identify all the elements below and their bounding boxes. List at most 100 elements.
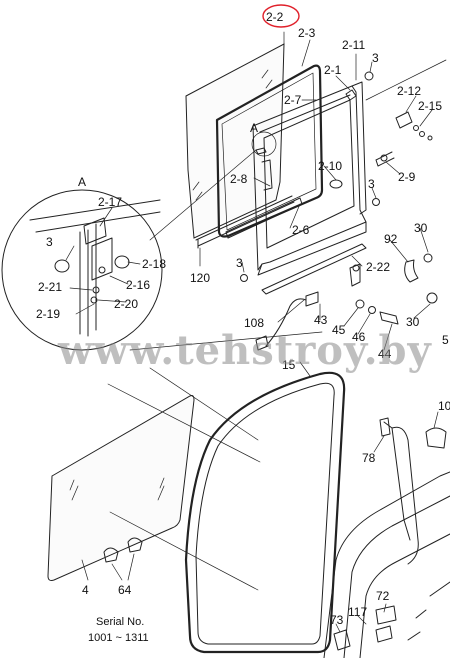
callout-120: 120: [190, 271, 210, 285]
bolt-3-top: [364, 71, 374, 81]
bracket-2-1: [345, 89, 357, 101]
washer-45: [355, 299, 365, 309]
detail-knob-2-18: [114, 255, 130, 269]
callout-2-10: 2-10: [318, 159, 342, 173]
callout-78: 78: [362, 451, 376, 465]
callout-3-top: 3: [372, 51, 379, 65]
callout-2-1: 2-1: [324, 63, 342, 77]
callout-3-low: 3: [236, 256, 243, 270]
detail-knob-3: [54, 259, 70, 273]
glass-pane-2-2: [185, 43, 285, 239]
strip-2-22: [261, 243, 367, 295]
bolt-3-low: [240, 274, 248, 282]
callout-45: 45: [332, 323, 346, 337]
cab-detail: [407, 581, 450, 641]
highlight-ellipse: [262, 4, 300, 28]
bolt-44: [379, 311, 399, 325]
watermark: www.tehstroy.by: [57, 327, 433, 374]
bracket-78: [379, 417, 391, 437]
callout-64: 64: [118, 583, 132, 597]
callout-4: 4: [82, 583, 89, 597]
washer-46: [368, 306, 376, 314]
detail-marker-circle: [251, 131, 277, 157]
cab-pillar-78: [383, 421, 419, 565]
callout-44: 44: [378, 347, 392, 361]
rail-120: [195, 195, 295, 247]
blocks-72: [375, 605, 397, 643]
block-73: [333, 629, 351, 651]
leaders-lower: [81, 361, 439, 633]
callout-2-22: 2-22: [366, 260, 390, 274]
callout-2-12: 2-12: [397, 84, 421, 98]
seal-15: [184, 371, 346, 654]
channel-2-6: [225, 197, 303, 239]
detail-title-a: A: [78, 175, 86, 189]
cab-body: [323, 471, 450, 658]
frame-side: [351, 81, 367, 215]
callout-30-low: 30: [406, 315, 420, 329]
callout-72: 72: [376, 589, 390, 603]
nut-30-top: [423, 253, 433, 263]
callout-2-9: 2-9: [398, 170, 416, 184]
frame-inner: [259, 94, 355, 249]
seal-inner: [221, 72, 317, 231]
callout-92: 92: [384, 232, 398, 246]
bolt-2-9: [375, 151, 395, 167]
serial-range: 1001 ~ 1311: [88, 632, 149, 644]
callout-46: 46: [352, 330, 366, 344]
callout-2-3: 2-3: [298, 26, 316, 40]
callout-2-20: 2-20: [114, 297, 138, 311]
cable-108: [265, 298, 307, 347]
glass4-reflection: [69, 477, 165, 501]
callout-30-top: 30: [414, 221, 428, 235]
callout-43: 43: [314, 313, 328, 327]
glass-pane-4: [47, 395, 195, 581]
callout-2-18: 2-18: [142, 257, 166, 271]
callout-2-7: 2-7: [284, 93, 302, 107]
seal-15-inner: [195, 382, 335, 645]
callout-5: 5: [442, 333, 449, 347]
serial-label: Serial No.: [96, 616, 144, 628]
leaders-detail: [65, 207, 141, 315]
callout-labels: 2-2 2-3 2-11 2-1 3 2-7 2-12 2-15 A 2-8 2…: [36, 10, 450, 644]
callout-2-11: 2-11: [342, 38, 365, 52]
callout-73: 73: [330, 613, 344, 627]
lamp-10: [425, 427, 447, 449]
detail-plate: [91, 237, 113, 281]
latch: [255, 147, 267, 155]
detail-bracket-2-17: [83, 217, 107, 245]
callout-15: 15: [282, 358, 296, 372]
callout-2-15: 2-15: [418, 99, 442, 113]
callout-3-mid: 3: [368, 177, 375, 191]
leaders-upper: [199, 31, 433, 351]
callout-2-16: 2-16: [126, 278, 150, 292]
detail-circle: [1, 189, 163, 351]
bumper-92: [404, 259, 419, 283]
callout-117: 117: [348, 605, 367, 619]
frame-bottom: [257, 221, 367, 276]
callout-2-2: 2-2: [266, 10, 284, 24]
callout-2-6: 2-6: [292, 223, 310, 237]
callout-2-17: 2-17: [98, 195, 122, 209]
callout-3-detail: 3: [46, 235, 53, 249]
bolt-3-mid: [372, 198, 380, 206]
glass-reflection: [192, 69, 273, 201]
callout-108: 108: [244, 316, 264, 330]
detail-connector: [149, 149, 257, 241]
nut-30-low: [426, 292, 438, 304]
guide-lines: [107, 331, 323, 591]
callout-10: 10: [438, 399, 450, 413]
clip-64-b: [127, 537, 143, 553]
callout-2-19: 2-19: [36, 307, 60, 321]
clip-43: [305, 291, 319, 307]
latch-2-12: [395, 111, 413, 129]
leader-2-11-line: [365, 59, 447, 101]
detail-frame: [29, 199, 161, 337]
callout-2-21: 2-21: [38, 280, 62, 294]
clip-64-a: [103, 547, 119, 563]
callout-2-8: 2-8: [230, 172, 248, 186]
washer-2-10: [329, 179, 343, 189]
detail-marker-label: A: [250, 121, 258, 135]
